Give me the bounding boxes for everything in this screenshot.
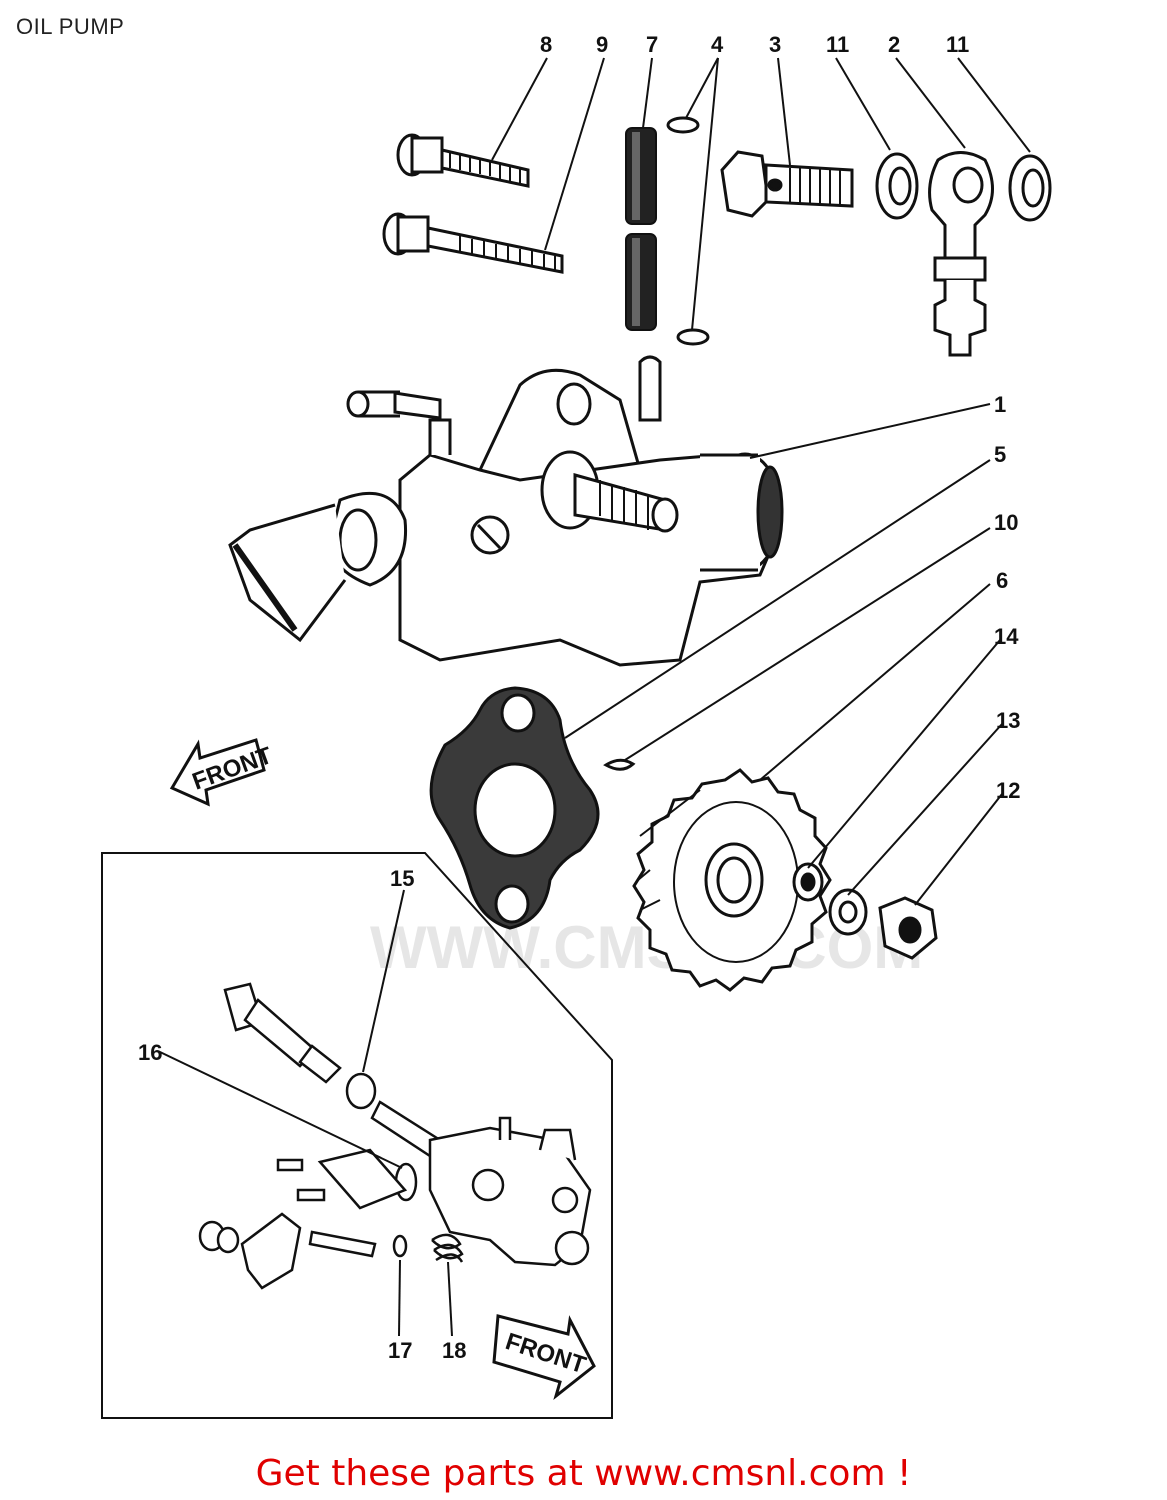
callout-4: 4 [711, 32, 724, 57]
callout-13: 13 [996, 708, 1020, 733]
front-arrow-top: FRONT [169, 738, 276, 807]
part-screw-8[interactable] [396, 133, 530, 188]
part-banjo-bolt-3[interactable] [720, 150, 854, 218]
part-gear-6[interactable] [632, 768, 832, 992]
callout-numbers: 8 9 7 4 3 11 2 11 1 5 10 6 14 13 12 15 1… [138, 32, 1020, 1363]
callout-14: 14 [994, 624, 1019, 649]
inset-frame [101, 852, 613, 1419]
part-banjo-fitting-2[interactable] [928, 151, 994, 357]
part-washer-11[interactable] [875, 152, 1052, 222]
leader-lines [159, 57, 1031, 1337]
part-lock-washer-13[interactable] [828, 888, 868, 936]
part-nut-12[interactable] [878, 896, 938, 960]
callout-1: 1 [994, 392, 1006, 417]
callout-12: 12 [996, 778, 1020, 803]
part-key-10[interactable] [603, 758, 636, 771]
footer-shop-link[interactable]: Get these parts at www.cmsnl.com ! [255, 1453, 912, 1494]
callout-11a: 11 [826, 32, 849, 57]
callout-2: 2 [888, 32, 900, 57]
callout-10: 10 [994, 510, 1018, 535]
inset-pump-assembly[interactable] [198, 982, 592, 1290]
callout-18: 18 [442, 1338, 466, 1363]
part-pump-body-1[interactable] [228, 355, 784, 667]
callout-7: 7 [646, 32, 658, 57]
page-title: OIL PUMP [16, 14, 125, 39]
callout-3: 3 [769, 32, 781, 57]
callout-16: 16 [138, 1040, 162, 1065]
callout-5: 5 [994, 442, 1006, 467]
callout-9: 9 [596, 32, 608, 57]
callout-15: 15 [390, 866, 414, 891]
part-screw-9[interactable] [382, 212, 564, 274]
callout-17: 17 [388, 1338, 412, 1363]
callout-8: 8 [540, 32, 552, 57]
callout-6: 6 [996, 568, 1008, 593]
part-washer-14[interactable] [792, 862, 824, 902]
front-arrow-bottom: FRONT [492, 1314, 596, 1401]
callout-11b: 11 [946, 32, 969, 57]
part-gasket-5[interactable] [429, 686, 600, 930]
part-pin-7[interactable] [625, 127, 657, 331]
